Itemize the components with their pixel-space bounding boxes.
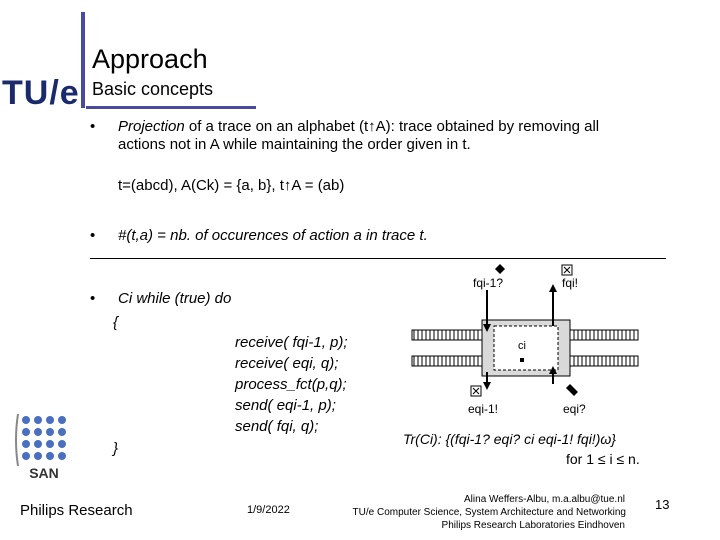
occurrence-definition: #(t,a) = nb. of occurences of action a i… bbox=[118, 227, 428, 244]
diamond-marker-icon bbox=[566, 384, 578, 396]
code-line: receive( fqi-1, p); bbox=[235, 334, 348, 351]
footer-date: 1/9/2022 bbox=[247, 504, 290, 516]
tue-logo: TU/e bbox=[2, 74, 80, 112]
page-title: Approach bbox=[92, 44, 208, 74]
code-line: send( eqi-1, p); bbox=[235, 397, 336, 414]
code-close-brace: } bbox=[113, 440, 119, 457]
projection-example: t=(abcd), A(Ck) = {a, b}, t↑A = (ab) bbox=[118, 177, 345, 194]
bullet-projection: Projection of a trace on an alphabet (t↑… bbox=[118, 118, 599, 135]
bullet-dot: • bbox=[90, 290, 96, 307]
fq-in-label: fqi-1? bbox=[473, 276, 504, 290]
code-line: send( fqi, q); bbox=[235, 418, 319, 435]
process-header: Ci while (true) do bbox=[118, 290, 232, 307]
code-open-brace: { bbox=[113, 314, 119, 331]
output-queue-top-right bbox=[567, 329, 639, 341]
trace-formula: Tr(Ci): {(fqi-1? eqi? ci eqi-1! fqi!)ω} bbox=[403, 431, 616, 447]
projection-term: Projection bbox=[118, 118, 185, 135]
footer-lab: Philips Research Laboratories Eindhoven bbox=[441, 520, 625, 531]
separator-line bbox=[90, 258, 666, 259]
eq-in-label: eqi? bbox=[563, 402, 586, 416]
index-range: for 1 ≤ i ≤ n. bbox=[566, 451, 640, 467]
process-node-label: ci bbox=[518, 340, 526, 352]
bullet-dot: • bbox=[90, 118, 96, 135]
bullet-dot: • bbox=[90, 227, 96, 244]
code-line: process_fct(p,q); bbox=[235, 376, 347, 393]
eq-out-label: eqi-1! bbox=[468, 402, 499, 416]
footer-company: Philips Research bbox=[20, 502, 133, 519]
code-line: receive( eqi, q); bbox=[235, 355, 339, 372]
header-vertical-bar bbox=[81, 12, 85, 108]
input-queue-bottom-right bbox=[567, 355, 639, 367]
fq-out-label: fqi! bbox=[562, 276, 579, 290]
process-diagram bbox=[411, 264, 639, 397]
input-queue-top bbox=[411, 329, 483, 341]
projection-definition-2: actions not in A while maintaining the o… bbox=[118, 136, 471, 153]
page-subtitle: Basic concepts bbox=[92, 79, 214, 99]
diamond-marker-icon bbox=[495, 264, 505, 274]
svg-text:SAN: SAN bbox=[29, 465, 59, 481]
san-logo: SAN bbox=[15, 413, 66, 481]
footer-author: Alina Weffers-Albu, m.a.albu@tue.nl bbox=[464, 494, 625, 505]
process-core bbox=[493, 325, 559, 371]
output-queue-bottom-left bbox=[411, 355, 483, 367]
header-underline bbox=[86, 106, 256, 109]
projection-definition-1: of a trace on an alphabet (t↑A): trace o… bbox=[184, 118, 600, 135]
page-number: 13 bbox=[655, 497, 670, 512]
footer-dept: TU/e Computer Science, System Architectu… bbox=[352, 507, 626, 518]
